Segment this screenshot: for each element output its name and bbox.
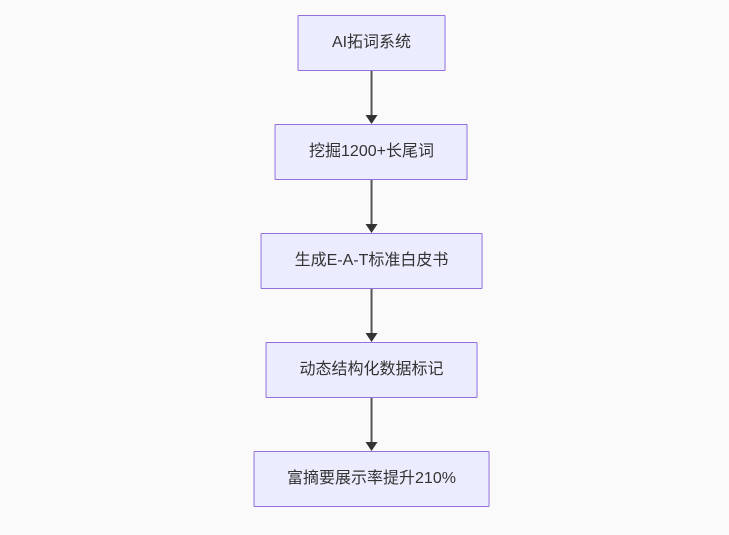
arrow-line [370, 398, 373, 445]
node-label: 动态结构化数据标记 [299, 361, 444, 378]
flow-edge-4 [365, 398, 379, 451]
flowchart-node-structured-data: 动态结构化数据标记 [265, 342, 478, 398]
node-label: 富摘要展示率提升210% [287, 470, 456, 487]
flow-edge-2 [365, 180, 379, 233]
arrow-down-icon [365, 442, 378, 451]
flowchart: AI拓词系统 挖掘1200+长尾词 生成E-A-T标准白皮书 动态结构化数据标记 [253, 15, 490, 507]
flow-edge-1 [365, 71, 379, 124]
node-label: AI拓词系统 [331, 34, 412, 51]
arrow-line [370, 289, 373, 336]
arrow-line [370, 71, 373, 118]
flowchart-node-rich-snippet-result: 富摘要展示率提升210% [253, 451, 490, 507]
flowchart-node-ai-word-system: AI拓词系统 [297, 15, 446, 71]
arrow-down-icon [365, 333, 378, 342]
flowchart-node-longtail-mining: 挖掘1200+长尾词 [275, 124, 468, 180]
arrow-down-icon [365, 115, 378, 124]
arrow-down-icon [365, 224, 378, 233]
node-label: 生成E-A-T标准白皮书 [294, 252, 449, 269]
flow-edge-3 [365, 289, 379, 342]
node-label: 挖掘1200+长尾词 [309, 143, 434, 160]
flowchart-node-eat-whitepaper: 生成E-A-T标准白皮书 [260, 233, 483, 289]
arrow-line [370, 180, 373, 227]
